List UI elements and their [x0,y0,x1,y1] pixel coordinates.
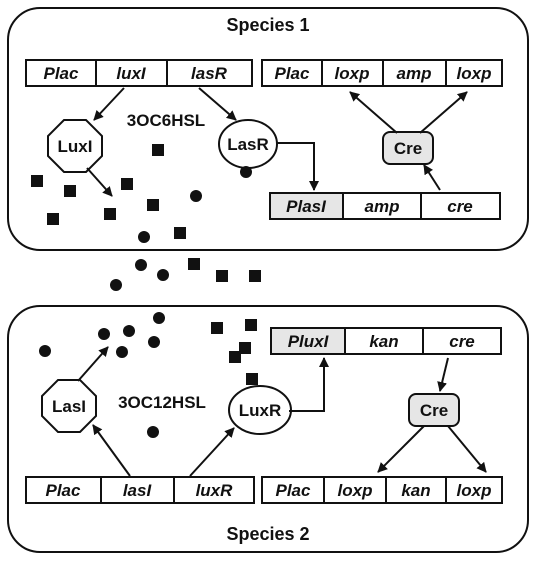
svg-text:Cre: Cre [394,139,422,158]
svg-text:LuxR: LuxR [239,401,282,420]
gene-luxi: luxI [116,64,147,83]
svg-text:LasR: LasR [227,135,269,154]
gene-plac: Plac [275,64,311,83]
gene-amp: amp [397,64,432,83]
arrow-luxr-gene-to-protein [189,427,235,477]
arrow-luxr-to-pluxi [289,357,329,412]
cre-protein-species2: Cre [408,393,460,427]
svg-text:Cre: Cre [420,401,448,420]
cre-protein-species1: Cre [382,131,434,165]
signal-3oc12hsl-molecules-s1 [138,190,202,243]
gene-loxp: loxp [457,481,492,500]
gene-kan: kan [401,481,430,500]
species2-title: Species 2 [226,524,309,544]
arrow-cre-gene-to-protein [423,164,441,191]
gene-loxp: loxp [335,64,370,83]
signal-3oc6hsl-molecules-s2 [211,319,257,363]
arrow-luxi-to-signal [86,167,113,197]
lasr-protein: LasR [218,119,278,178]
gene-kan: kan [369,332,398,351]
arrow-cre-to-loxp-left [349,91,398,134]
signal-3oc12hsl-molecules [39,312,165,438]
species1-title: Species 1 [226,15,309,35]
arrow-lasi-to-signal [77,346,109,382]
luxi-protein: LuxI [47,119,103,173]
signal-3oc6hsl-molecules [31,144,186,239]
lasi-protein: LasI [41,379,97,433]
arrow-lasr-to-plasi [277,142,319,191]
arrow-luxi-to-protein [93,87,125,121]
gene-loxp: loxp [338,481,373,500]
species1-operon-plac-luxi-lasr: Plac luxI lasR [25,59,253,87]
gene-plac: Plac [46,481,82,500]
arrow-cre-gene-to-protein-s2 [437,357,449,392]
signal-3oc12hsl-label: 3OC12HSL [118,393,206,412]
svg-text:LuxI: LuxI [58,137,93,156]
arrow-cre-to-loxp-right [419,91,468,134]
arrow-cre-to-loxp-right-s2 [447,425,487,473]
svg-text:LasI: LasI [52,397,86,416]
gene-plasi: PlasI [286,197,327,216]
gene-lasr: lasR [191,64,228,83]
gene-lasi: lasI [123,481,153,500]
gene-amp: amp [365,197,400,216]
species1-operon-plac-loxp-amp-loxp: Plac loxp amp loxp [261,59,503,87]
gene-cre: cre [449,332,475,351]
extracellular-molecules [110,258,261,291]
arrow-lasi-gene-to-protein [92,424,131,477]
arrow-cre-to-loxp-left-s2 [377,425,425,473]
gene-loxp: loxp [457,64,492,83]
gene-plac: Plac [276,481,312,500]
luxr-protein: LuxR [228,373,292,435]
species2-operon-plac-lasi-luxr: Plac lasI luxR [25,476,255,504]
species2-operon-pluxi-kan-cre: PluxI kan cre [270,327,502,355]
species2-operon-plac-loxp-kan-loxp: Plac loxp kan loxp [261,476,503,504]
gene-plac: Plac [44,64,80,83]
gene-luxr: luxR [196,481,234,500]
gene-pluxi: PluxI [288,332,330,351]
species1-operon-plasi-amp-cre: PlasI amp cre [269,192,501,220]
arrow-lasr-to-protein [198,87,237,121]
gene-cre: cre [447,197,473,216]
signal-3oc6hsl-label: 3OC6HSL [127,111,205,130]
